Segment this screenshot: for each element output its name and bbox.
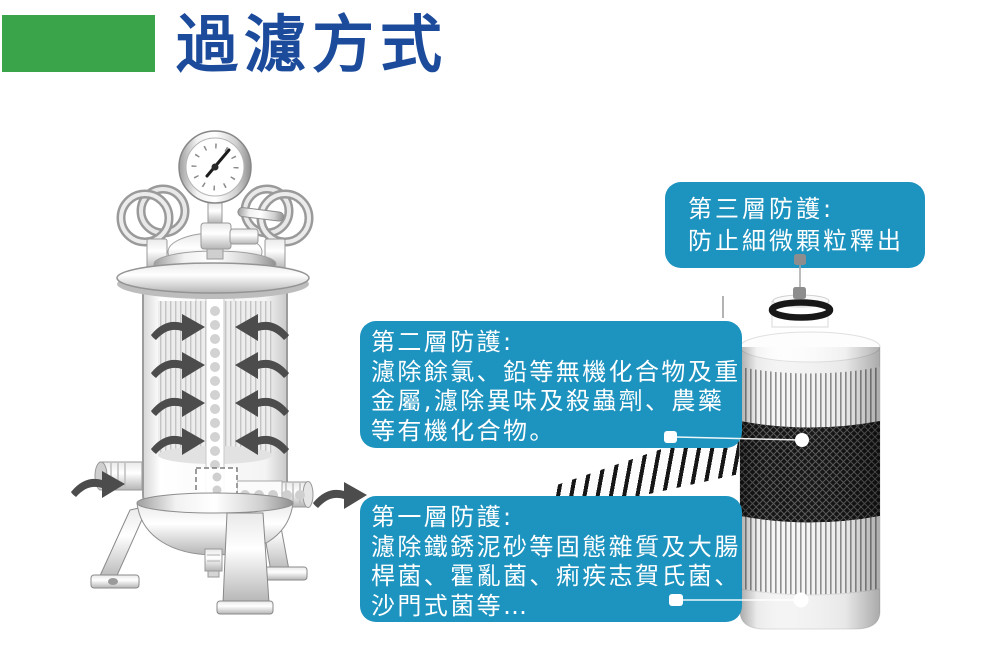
callout-third-title: 第三層防護:	[688, 195, 835, 223]
callout-third-line: 防止細微顆粒釋出	[688, 227, 904, 255]
callout-second-line: 濾除餘氯、鉛等無機化合物及重	[371, 357, 741, 386]
filter-housing-illustration	[71, 130, 367, 615]
callout-second-line: 金屬,濾除異味及殺蟲劑、農藥	[371, 387, 725, 415]
header-accent-bar	[2, 15, 155, 72]
outlet-arrow	[313, 482, 367, 509]
page-title: 過濾方式	[176, 8, 449, 81]
pressure-gauge	[178, 130, 252, 204]
callout-first-layer: 第一層防護: 濾除鐵銹泥砂等固態雜質及大腸 桿菌、霍亂菌、痢疾志賀氏菌、 沙門式…	[360, 496, 742, 622]
callout-first-line: 濾除鐵銹泥砂等固態雜質及大腸	[371, 532, 741, 561]
stray-wire-line	[722, 296, 724, 318]
callout-third-layer: 第三層防護: 防止細微顆粒釋出	[665, 182, 925, 268]
housing-leg	[90, 505, 149, 589]
cartridge-oring	[768, 299, 834, 321]
callout-second-title: 第二層防護:	[371, 328, 514, 356]
lid-handle-left	[116, 184, 190, 270]
callout-first-line: 桿菌、霍亂菌、痢疾志賀氏菌、	[371, 562, 741, 590]
callout-second-layer: 第二層防護: 濾除餘氯、鉛等無機化合物及重 金屬,濾除異味及殺蟲劑、農藥 等有機…	[360, 321, 742, 448]
gauge-needle	[205, 148, 231, 178]
callout-first-line: 沙門式菌等…	[371, 591, 530, 620]
housing-leg-front	[216, 512, 274, 615]
filter-cartridge-illustration	[739, 294, 881, 630]
valve-lever	[237, 207, 285, 222]
gauge-valve	[200, 202, 285, 260]
cartridge-neck	[768, 294, 834, 328]
callout-second-line: 等有機化合物。	[371, 416, 556, 445]
drain-valve	[204, 548, 223, 578]
cartridge-shading	[740, 347, 880, 629]
callout-first-title: 第一層防護:	[371, 503, 514, 531]
